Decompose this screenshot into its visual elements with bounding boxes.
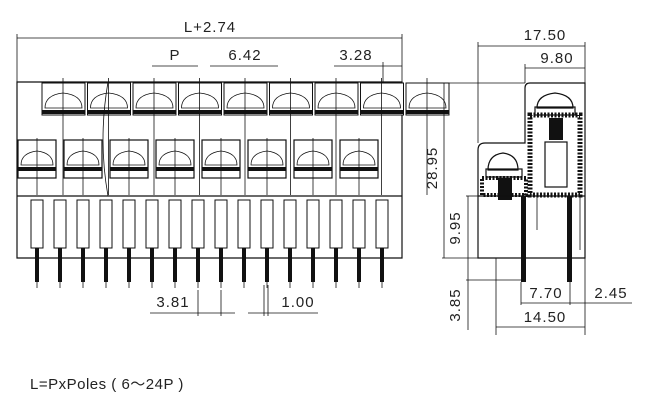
pin-housing	[53, 199, 67, 249]
upper-terminal	[223, 82, 268, 116]
dim-pitch: P	[169, 47, 180, 64]
pin-housing	[122, 199, 136, 249]
pin-housing	[375, 199, 389, 249]
pin	[242, 248, 246, 282]
pin	[196, 248, 200, 282]
body-outline	[16, 81, 403, 259]
pin-housing	[30, 199, 44, 249]
dim-9-80: 9.80	[540, 50, 573, 67]
pin	[265, 248, 269, 282]
upper-terminal	[405, 82, 450, 116]
pin	[58, 248, 62, 282]
pin	[311, 248, 315, 282]
pin-housing	[329, 199, 343, 249]
side-view	[477, 82, 586, 282]
pin-housing	[214, 199, 228, 249]
upper-terminal	[87, 82, 131, 116]
upper-terminal	[132, 82, 177, 116]
dim-7-70: 7.70	[529, 285, 562, 302]
upper-terminal-bar	[406, 110, 449, 114]
pin	[219, 248, 223, 282]
pin	[35, 248, 39, 282]
upper-terminal-bar	[42, 110, 85, 114]
upper-terminal-bar	[360, 110, 404, 114]
upper-terminal	[41, 82, 86, 116]
pin	[104, 248, 108, 282]
pin-housing	[145, 199, 159, 249]
upper-terminal	[314, 82, 359, 116]
dim-14-50: 14.50	[524, 309, 567, 326]
pin	[150, 248, 154, 282]
pin	[380, 248, 384, 282]
pin-housing	[237, 199, 251, 249]
dim-3-85: 3.85	[447, 288, 464, 321]
dim-2-45: 2.45	[594, 285, 627, 302]
pin-housing	[76, 199, 90, 249]
pin	[357, 248, 361, 282]
pin-housing	[260, 199, 274, 249]
pin	[288, 248, 292, 282]
pin	[81, 248, 85, 282]
upper-terminal	[269, 82, 313, 116]
dim-28-95: 28.95	[424, 147, 441, 190]
upper-terminal-bar	[315, 110, 358, 114]
upper-terminal-bar	[178, 110, 222, 114]
pin-housing	[352, 199, 366, 249]
dim-3-28: 3.28	[339, 47, 372, 64]
upper-terminal-bar	[87, 110, 131, 114]
dim-6-42: 6.42	[228, 47, 261, 64]
dim-3-81: 3.81	[156, 294, 189, 311]
upper-terminal-bar	[133, 110, 176, 114]
upper-terminal	[178, 82, 222, 116]
front-dimension-lines	[16, 34, 403, 316]
pin-housing	[191, 199, 205, 249]
pin-housing	[283, 199, 297, 249]
pin	[334, 248, 338, 282]
upper-terminal-bar	[269, 110, 313, 114]
pin-housing	[168, 199, 182, 249]
dim-1-00: 1.00	[281, 294, 314, 311]
upper-terminal-bar	[224, 110, 267, 114]
pin-housing	[99, 199, 113, 249]
side-dimension-lines	[442, 42, 632, 335]
break-line	[102, 81, 109, 197]
pin	[173, 248, 177, 282]
pin-housing	[306, 199, 320, 249]
dim-17-50: 17.50	[524, 27, 567, 44]
upper-terminal	[360, 82, 404, 116]
dim-overall-length: L+2.74	[184, 19, 236, 36]
dim-9-95: 9.95	[447, 211, 464, 244]
pin	[127, 248, 131, 282]
poles-formula-note: L=PxPoles ( 6～24P )	[30, 376, 184, 393]
front-view	[16, 78, 450, 288]
